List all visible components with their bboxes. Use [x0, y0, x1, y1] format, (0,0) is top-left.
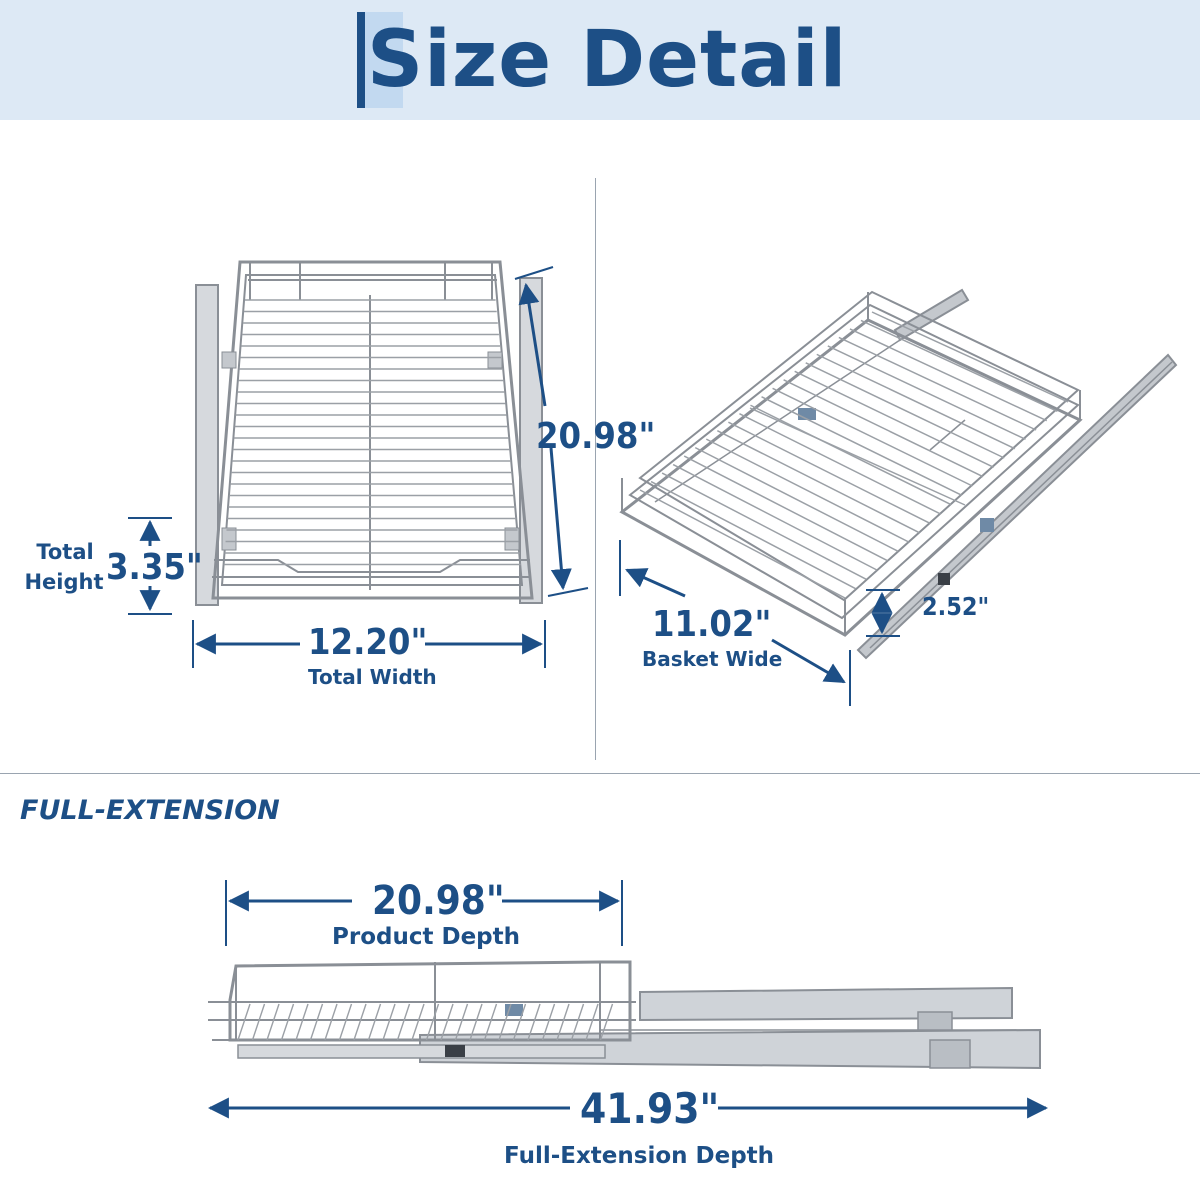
horizontal-divider [0, 773, 1200, 774]
wire [266, 1003, 280, 1041]
basket-extended-view [208, 960, 1041, 1070]
wire [827, 345, 1026, 441]
wire [295, 1003, 309, 1041]
wire [512, 1003, 527, 1041]
wire [750, 404, 952, 506]
wire [650, 480, 856, 590]
basket-extended-grid [237, 1003, 614, 1041]
wire [805, 362, 1005, 459]
depth-dimension-value: 20.98" [536, 416, 656, 457]
bottom-dimensions [207, 880, 1049, 1119]
basket-width-label: Basket Wide [642, 647, 783, 671]
wire [353, 1003, 367, 1041]
wire [672, 463, 878, 571]
wire [838, 336, 1037, 431]
page-title: Size Detail [367, 15, 848, 105]
full-extension-depth-value: 41.93" [580, 1084, 720, 1133]
product-depth-value: 20.98" [372, 878, 505, 924]
outer-frame [211, 260, 534, 600]
wire [498, 1003, 512, 1041]
upper-rail [639, 986, 1013, 1022]
wire [324, 1003, 338, 1041]
wire [739, 413, 941, 515]
wire [556, 1003, 570, 1041]
wire [425, 1003, 440, 1041]
wire [849, 328, 1048, 422]
wire [683, 455, 888, 562]
product-depth-label: Product Depth [332, 924, 520, 950]
width-dimension-label: Total Width [308, 665, 437, 689]
section-label-full-extension: FULL-EXTENSION [20, 795, 280, 826]
width-dimension-value: 12.20" [308, 622, 428, 663]
wire [411, 1003, 425, 1041]
wire [871, 311, 1069, 403]
top-left-dimensions [128, 266, 589, 668]
wire [338, 1003, 353, 1041]
wire [469, 1003, 483, 1041]
height-label-line2: Height [24, 570, 104, 594]
wire [794, 370, 994, 469]
right-rail [856, 353, 1178, 660]
wire [761, 396, 963, 497]
wire [772, 387, 973, 487]
wire [694, 446, 899, 553]
top-right-dimensions [619, 540, 900, 706]
title-accent-bar [357, 12, 403, 108]
wire [728, 421, 931, 525]
wire [749, 407, 966, 506]
wire [716, 429, 920, 534]
wire [309, 1003, 324, 1041]
wire [860, 319, 1058, 413]
left-rail [195, 284, 219, 606]
wire [783, 379, 984, 478]
wire [483, 1003, 498, 1041]
wire [570, 1003, 585, 1041]
full-extension-depth-label: Full-Extension Depth [504, 1143, 775, 1169]
vertical-divider [595, 178, 596, 760]
basket-perspective-grid [639, 311, 1069, 599]
basket-top-grid [223, 299, 521, 566]
wire [599, 1003, 614, 1041]
basket-perspective-view [619, 288, 1178, 660]
wire [661, 472, 867, 580]
inner-frame [220, 274, 524, 586]
wire [705, 438, 910, 543]
wire [527, 1003, 541, 1041]
wire [541, 1003, 556, 1041]
wire [382, 1003, 396, 1041]
wire [367, 1003, 382, 1041]
wire [396, 1003, 411, 1041]
height-dimension-value: 3.35" [106, 547, 203, 588]
wire [639, 489, 846, 599]
wire [237, 1003, 251, 1041]
wire [585, 1003, 599, 1041]
basket-width-value: 11.02" [652, 604, 772, 645]
wire [251, 1003, 266, 1041]
wire [816, 353, 1016, 450]
title-wrap: Size Detail [357, 10, 847, 110]
height-label-line1: Total [36, 540, 94, 564]
wire [440, 1003, 454, 1041]
header-banner: Size Detail [0, 0, 1200, 120]
wire [454, 1003, 469, 1041]
wire [280, 1003, 295, 1041]
basket-height-value: 2.52" [922, 592, 990, 621]
